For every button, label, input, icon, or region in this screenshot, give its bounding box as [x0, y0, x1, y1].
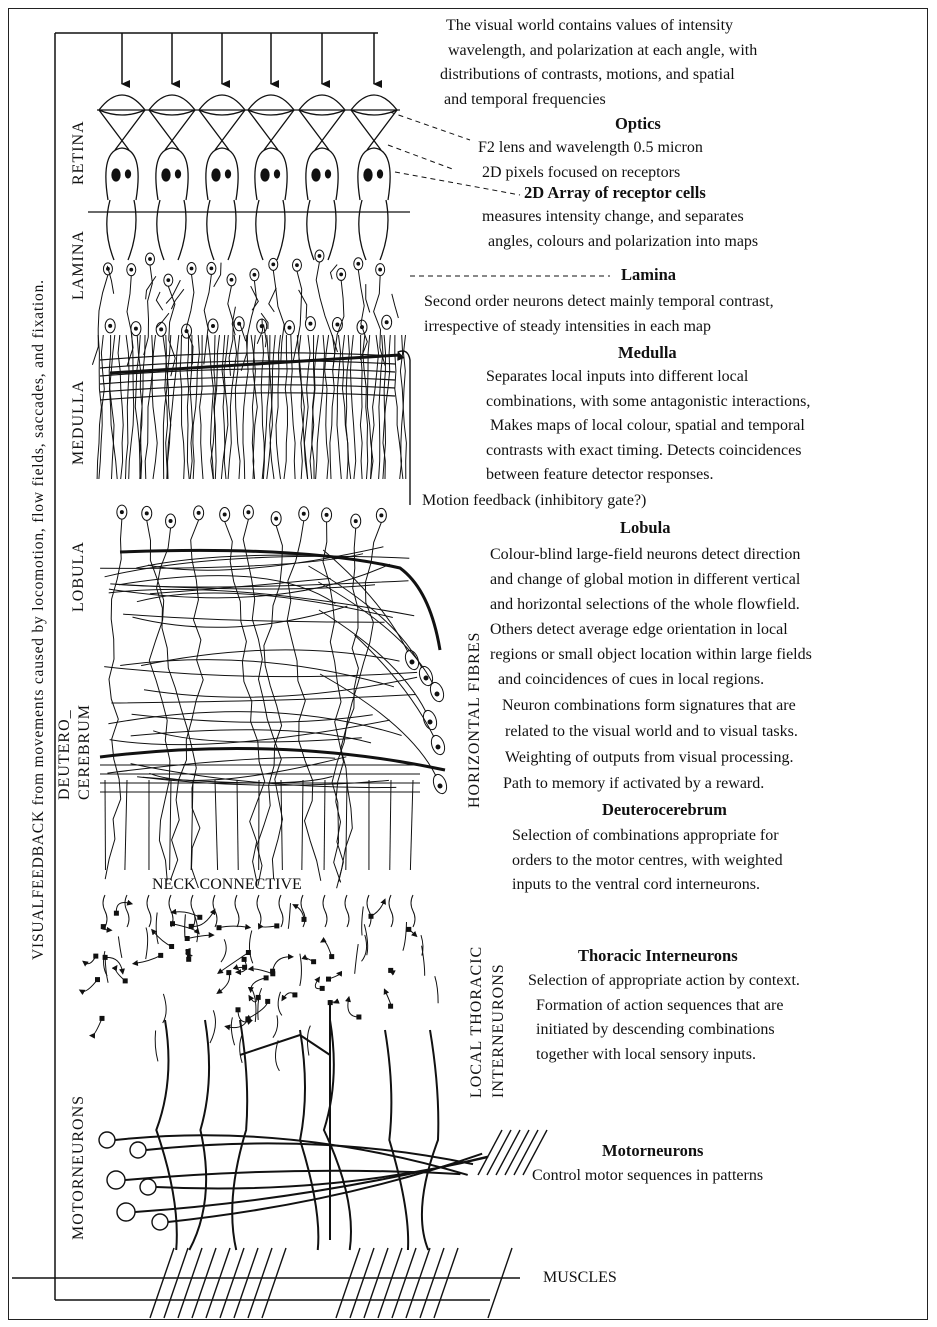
deutero-label-1: DEUTERO_ [56, 709, 74, 800]
deutero-label-2: CEREBRUM [76, 704, 94, 800]
neck-connective-label: NECK CONNECTIVE [152, 873, 302, 898]
lobula-text: Colour-blind large-field neurons detect … [490, 542, 812, 692]
medulla-neurons [97, 315, 406, 479]
motorneurons-label: MOTORNEURONS [70, 1095, 88, 1240]
receptors-heading: 2D Array of receptor cells [524, 183, 706, 203]
motorneurons-heading: Motorneurons [602, 1141, 703, 1161]
motion-feedback-label: Motion feedback (inhibitory gate?) [422, 489, 646, 514]
motion-feedback-arrow [398, 351, 410, 505]
local-thoracic-label-1: LOCAL THORACIC [468, 946, 486, 1098]
thoracic-interneuron-network [81, 901, 438, 1071]
optics-heading: Optics [615, 114, 661, 134]
deuterocerebrum-text: Selection of combinations appropriate fo… [512, 824, 783, 898]
receptor-cells [88, 148, 410, 260]
intro-text: The visual world contains values of inte… [446, 14, 757, 112]
medulla-label: MEDULLA [70, 380, 88, 465]
retina-label: RETINA [70, 120, 88, 185]
lamina-heading: Lamina [621, 265, 676, 285]
deuterocerebrum-heading: Deuterocerebrum [602, 800, 727, 820]
receptors-text: measures intensity change, and separates… [482, 205, 758, 254]
muscles-label: MUSCLES [543, 1266, 617, 1291]
neck-connective-fibres [103, 780, 415, 927]
lamina-text: Second order neurons detect mainly tempo… [424, 290, 774, 339]
light-ray-arrows [122, 33, 374, 84]
local-thoracic-label-2: INTERNEURONS [490, 963, 508, 1098]
thoracic-text: Selection of appropriate action by conte… [528, 969, 800, 1067]
thoracic-heading: Thoracic Interneurons [578, 946, 738, 966]
medulla-text: Separates local inputs into different lo… [486, 365, 810, 488]
lobula-neurons [100, 505, 445, 888]
lobula-label: LOBULA [70, 541, 88, 612]
optics-text: F2 lens and wavelength 0.5 micron 2D pix… [478, 136, 703, 185]
lobula-text-2: Neuron combinations form signatures that… [502, 693, 798, 797]
ommatidia-lenses [97, 95, 400, 150]
lobula-heading: Lobula [620, 518, 670, 538]
medulla-heading: Medulla [618, 343, 677, 363]
motorneuron-cells [99, 1000, 488, 1250]
motorneurons-text: Control motor sequences in patterns [532, 1164, 763, 1189]
lamina-label: LAMINA [70, 230, 88, 300]
horizontal-fibres-label: HORIZONTAL FIBRES [466, 632, 484, 808]
visual-feedback-label: VISUALFEEDBACK from movements caused by … [30, 279, 48, 960]
